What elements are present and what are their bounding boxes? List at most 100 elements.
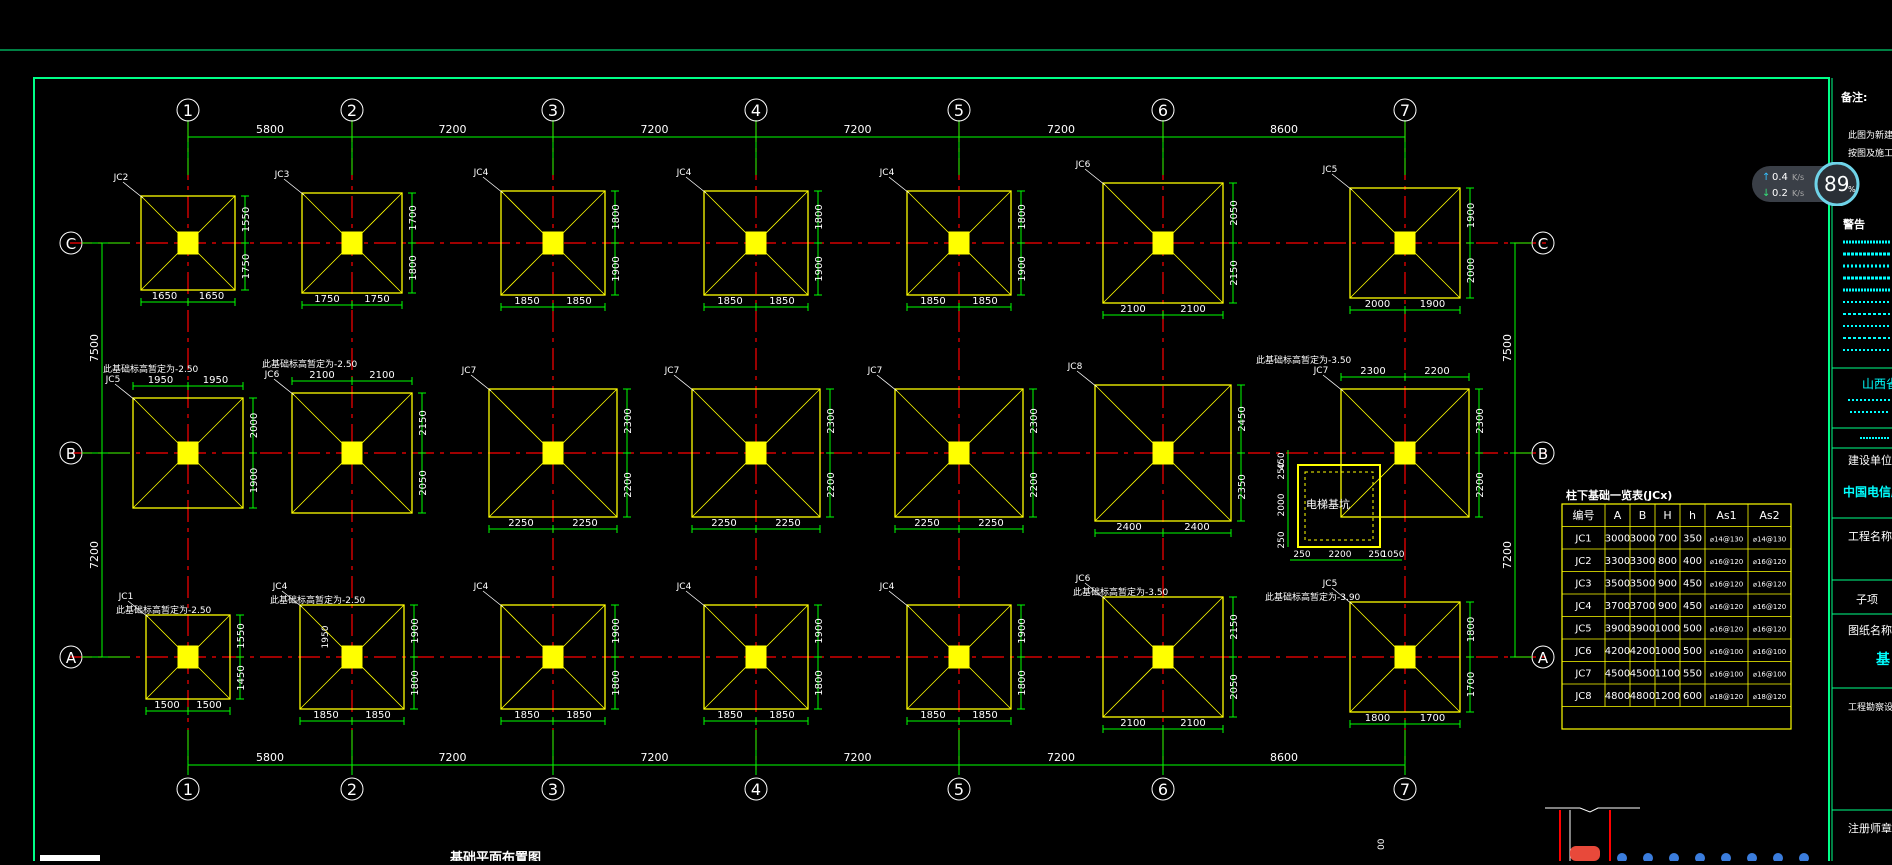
table-cell: 4200 <box>1630 646 1655 657</box>
footing-outline <box>301 192 403 294</box>
download-arrow-icon: ↓ <box>1762 188 1770 199</box>
axis-bubble-top-2 <box>340 98 364 122</box>
footing-hdim-left: 2400 <box>1116 522 1141 533</box>
table-header-cell: A <box>1614 509 1622 522</box>
tag-leader <box>876 374 898 392</box>
column-block <box>177 441 199 465</box>
footing-outline <box>703 190 809 296</box>
footing-outline <box>1349 601 1461 713</box>
column-block <box>542 645 564 669</box>
table-cell: ⌀16@120 <box>1753 603 1786 611</box>
footing-hdim-right: 1850 <box>566 296 591 307</box>
build-unit-label: 建设单位 <box>1848 453 1892 467</box>
footing-vdim-lower: 1450 <box>236 665 247 690</box>
footing-hdim-right: 2400 <box>1184 522 1209 533</box>
footing-vdim-upper: 1900 <box>410 618 421 643</box>
footing-vdim-upper: 1800 <box>1017 204 1028 229</box>
table-cell: ⌀16@120 <box>1710 626 1743 634</box>
left-span-label: 7200 <box>88 541 101 569</box>
footing-hdim-right: 1950 <box>203 375 228 386</box>
tag-leader <box>283 178 305 196</box>
table-cell: ⌀16@100 <box>1710 671 1743 679</box>
footing-elevation-note: 此基础标高暂定为-2.50 <box>270 594 366 606</box>
bottom-span-label: 7200 <box>844 751 872 764</box>
title-block: 备注: 此图为新建国 按图及施工后 警告 山西省 <box>1832 90 1892 835</box>
footing-outline <box>500 190 606 296</box>
footing-hdim-right: 1700 <box>1420 713 1445 724</box>
footing-vdim-upper: 1700 <box>408 205 419 230</box>
network-speed-widget[interactable]: ↑ 0.4 K/s ↓ 0.2 K/s 89 % <box>1752 161 1862 207</box>
footing-hdim-right: 1750 <box>364 294 389 305</box>
footing-vdim-upper: 2300 <box>1475 408 1486 433</box>
column-block <box>542 441 564 465</box>
footing-vdim-upper: 1800 <box>1466 617 1477 642</box>
table-cell: 3900 <box>1630 624 1655 635</box>
axis-bubble-bottom-7 <box>1393 777 1417 801</box>
footing-hdim-right: 1850 <box>365 710 390 721</box>
download-unit: K/s <box>1792 189 1804 198</box>
footing-hdim-right: 2100 <box>1180 304 1205 315</box>
percent-ring <box>1814 161 1860 207</box>
percent-value: 89 <box>1824 172 1849 196</box>
table-header-cell: As1 <box>1716 509 1736 522</box>
footing-tag: JC7 <box>461 366 477 376</box>
company-short: 山西省 <box>1862 377 1892 391</box>
table-cell: 3300 <box>1630 556 1655 567</box>
tag-leader <box>1331 587 1353 605</box>
footing-vdim-lower: 1800 <box>814 670 825 695</box>
bottom-span-label: 7200 <box>1047 751 1075 764</box>
footing-hdim-left: 1850 <box>313 710 338 721</box>
footing-vdim-lower: 2200 <box>623 472 634 497</box>
bottom-span-label: 8600 <box>1270 751 1298 764</box>
footing-vdim-upper: 2300 <box>1029 408 1040 433</box>
footing-tag: JC4 <box>676 168 692 178</box>
pit-hdim: 250 <box>1368 550 1385 560</box>
table-cell: ⌀16@120 <box>1710 603 1743 611</box>
table-cell: 550 <box>1683 669 1702 680</box>
footing-outline <box>894 388 1024 518</box>
footing-tag: JC2 <box>113 173 129 183</box>
pit-hdim: 2200 <box>1329 550 1352 560</box>
footing-tag: JC6 <box>1075 160 1091 170</box>
right-span-label: 7200 <box>1501 541 1514 569</box>
tag-leader <box>470 374 492 392</box>
table-cell: 4800 <box>1630 691 1655 702</box>
top-span-label: 7200 <box>844 123 872 136</box>
tag-leader <box>127 600 149 618</box>
warning-label: 警告 <box>1842 217 1865 231</box>
footing-outline <box>145 614 231 700</box>
footing-vdim-upper: 2050 <box>1229 200 1240 225</box>
table-cell: 450 <box>1683 579 1702 590</box>
footing-extra-dim: 1950 <box>321 625 331 648</box>
bottom-span-label: 7200 <box>641 751 669 764</box>
table-cell: JC4 <box>1574 601 1591 612</box>
footing-vdim-lower: 2150 <box>1229 260 1240 285</box>
footing-vdim-upper: 1900 <box>1466 203 1477 228</box>
footing-hdim-left: 2250 <box>914 518 939 529</box>
table-header-cell: 编号 <box>1573 508 1595 522</box>
footing-hdim-right: 1850 <box>566 710 591 721</box>
tag-leader <box>114 383 136 401</box>
axis-label-bottom-4: 4 <box>751 780 761 799</box>
axis-label-bottom-3: 3 <box>548 780 558 799</box>
axis-bubble-bottom-4 <box>744 777 768 801</box>
column-block <box>948 645 970 669</box>
table-cell: 1200 <box>1655 691 1680 702</box>
footing-hdim-right: 1850 <box>769 296 794 307</box>
column-block <box>745 645 767 669</box>
sub-item-label: 子项 <box>1856 593 1878 606</box>
table-header-cell: B <box>1639 509 1647 522</box>
footing-vdim-lower: 2200 <box>826 472 837 497</box>
table-cell: 3900 <box>1605 624 1630 635</box>
table-cell: 3500 <box>1630 579 1655 590</box>
axis-bubble-top-6 <box>1151 98 1175 122</box>
